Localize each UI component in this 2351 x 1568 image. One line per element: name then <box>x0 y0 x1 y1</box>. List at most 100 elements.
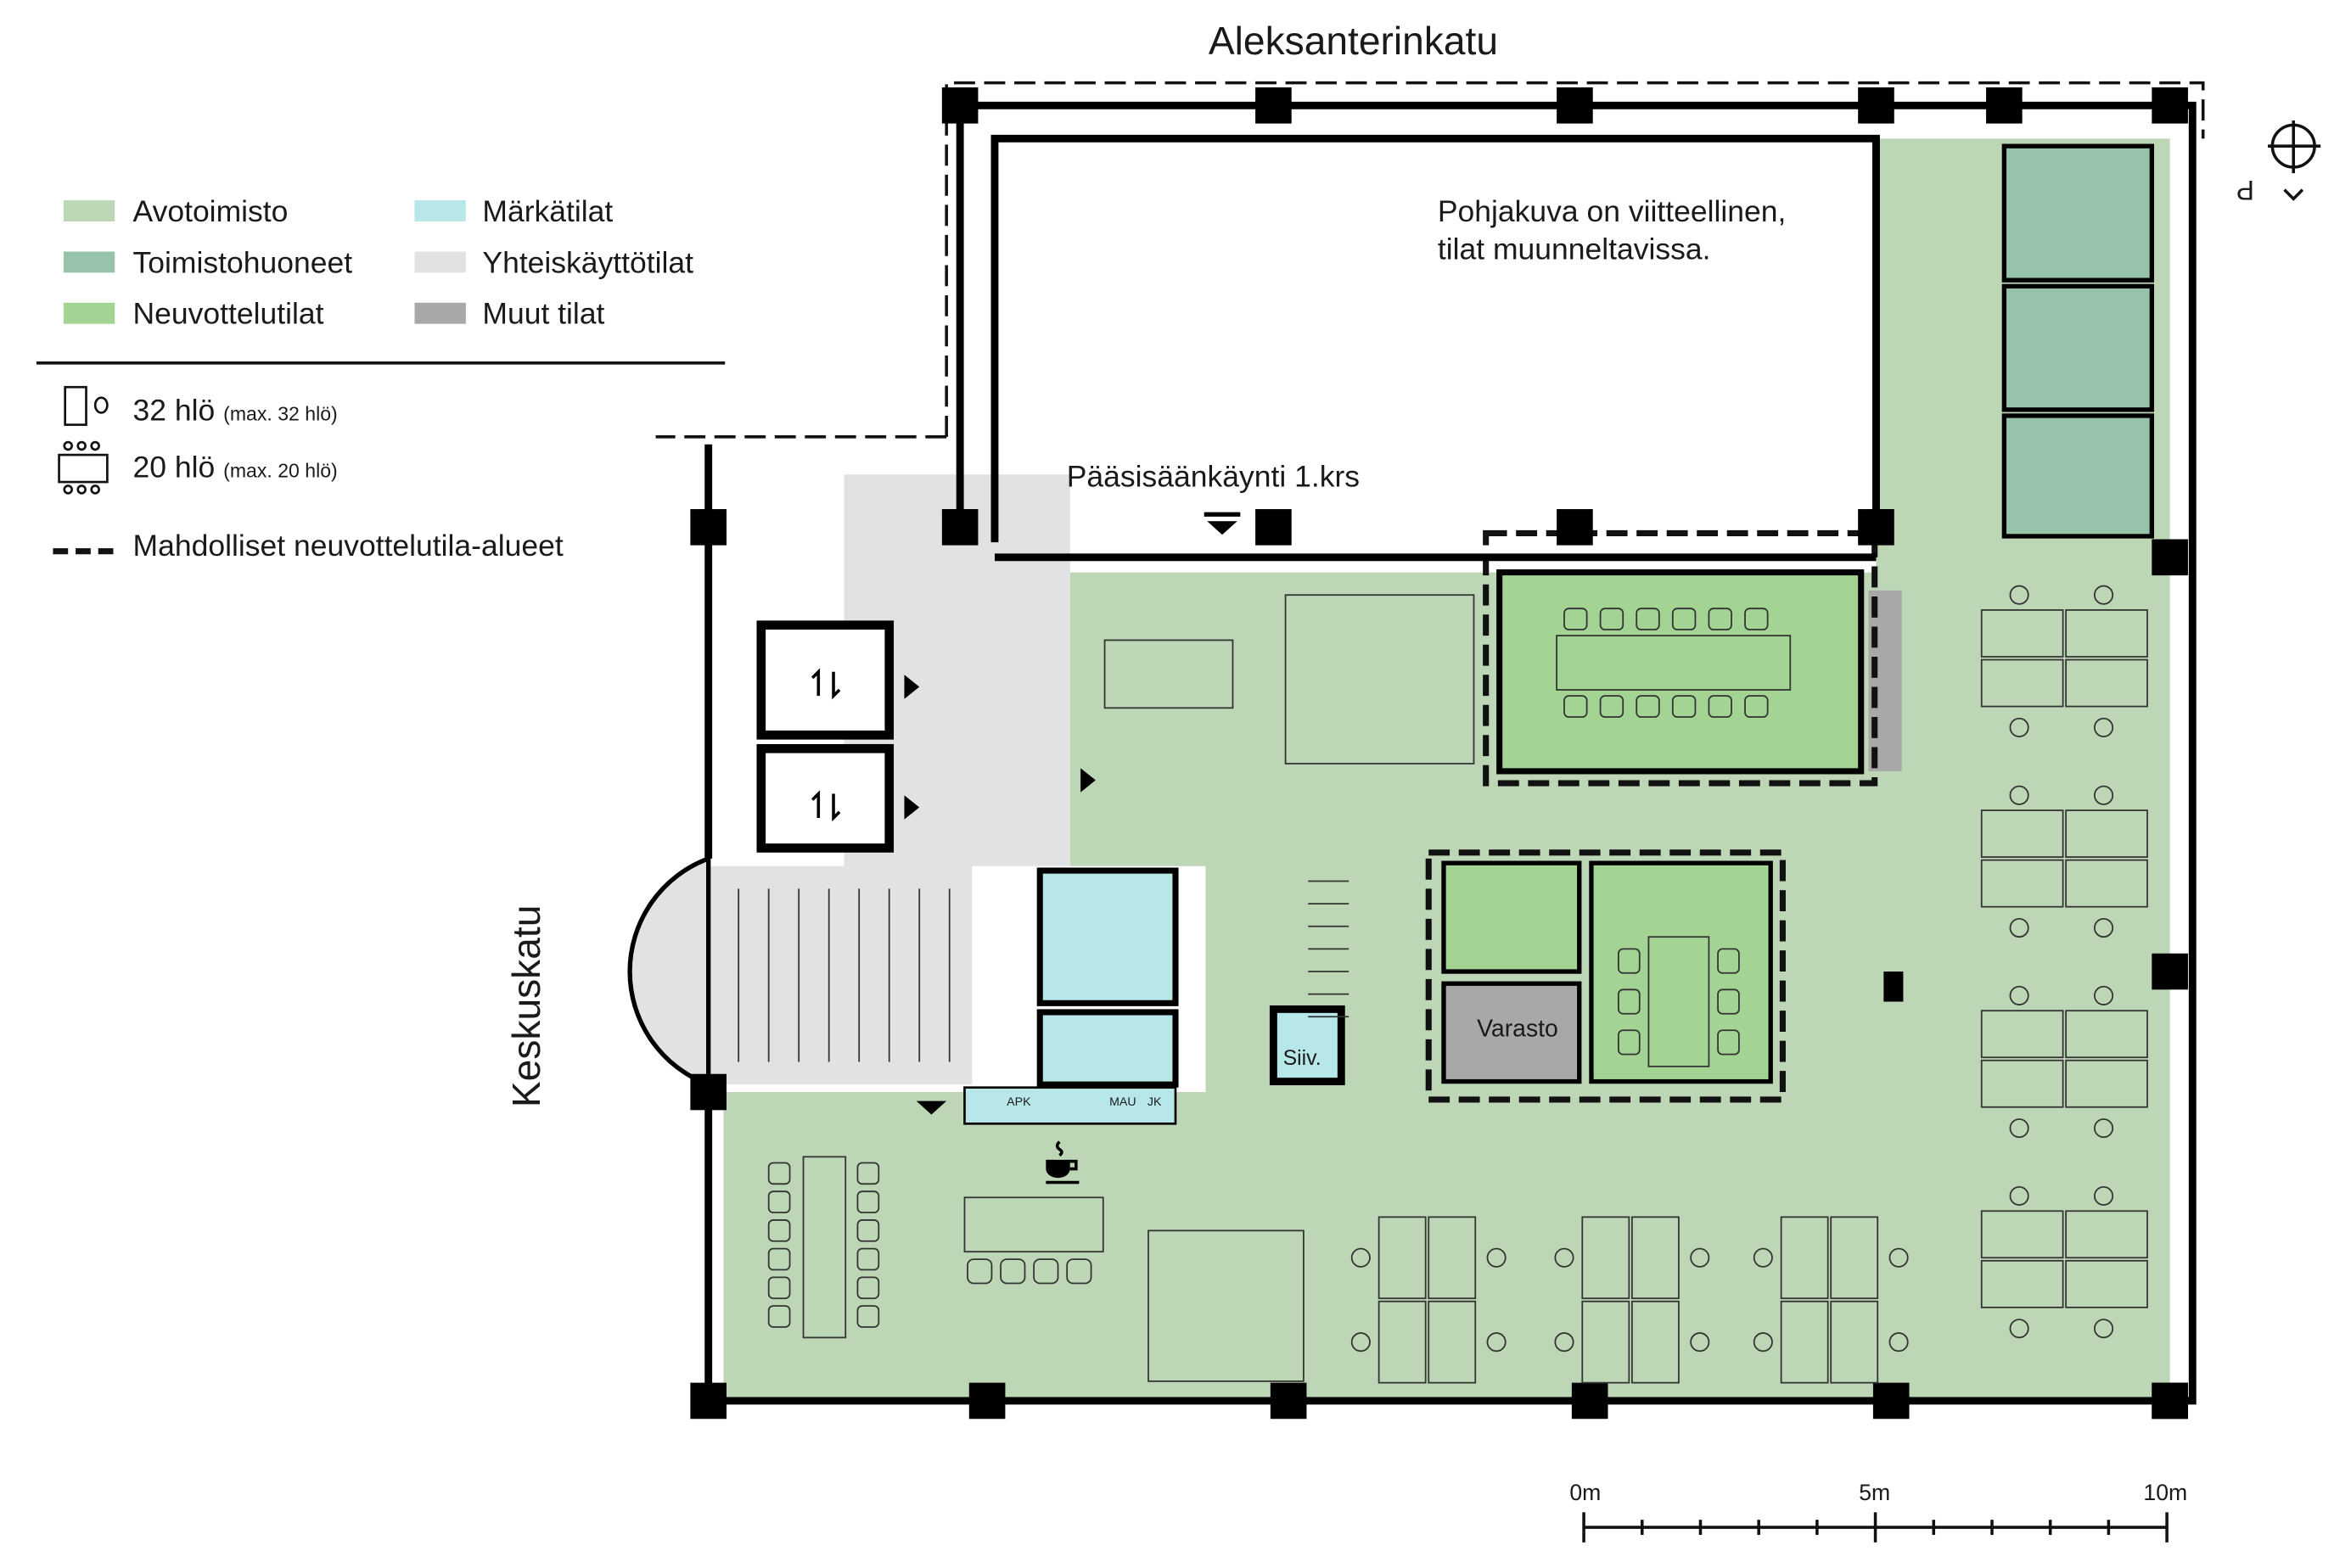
chair <box>1690 1332 1710 1352</box>
entrance-marker-icon <box>1204 512 1241 535</box>
arrow-markers <box>904 675 1096 1115</box>
chair <box>856 1305 880 1328</box>
office-room-1 <box>2001 143 2155 283</box>
pillar <box>1571 1382 1608 1420</box>
long-table <box>802 1156 847 1339</box>
chair <box>967 1258 993 1285</box>
mau-label: MAU <box>1109 1095 1136 1109</box>
chair <box>1636 695 1660 718</box>
note-line-1: Pohjakuva on viitteellinen, <box>1438 194 1787 228</box>
note-line-2: tilat muunneltavissa. <box>1438 232 1711 266</box>
jk-label: JK <box>1147 1095 1162 1109</box>
pillar <box>2152 539 2188 576</box>
chair <box>1486 1247 1507 1268</box>
chair <box>767 1247 791 1271</box>
chair <box>1744 608 1769 630</box>
chair <box>1000 1258 1026 1285</box>
legend-label: Avotoimisto <box>133 194 289 228</box>
pillar <box>941 509 979 546</box>
chair <box>1618 1029 1641 1056</box>
dashed-legend-label: Mahdolliset neuvottelutila-alueet <box>133 529 564 563</box>
swatch-markatilat <box>414 200 466 221</box>
chair <box>2093 717 2114 737</box>
property-boundary <box>655 81 2205 439</box>
chair <box>1554 1247 1574 1268</box>
north-arrow-icon: P <box>2236 120 2321 205</box>
office-room-3 <box>2001 413 2155 539</box>
desk <box>1581 1216 1630 1300</box>
sofa <box>1103 639 1234 709</box>
pillar <box>2152 1382 2188 1420</box>
storage-label: Varasto <box>1477 1015 1558 1042</box>
legend-label: Toimistohuoneet <box>133 245 353 279</box>
chair <box>767 1276 791 1300</box>
elevator-1 <box>756 620 895 740</box>
chair <box>1618 988 1641 1015</box>
chair <box>767 1162 791 1185</box>
desk <box>2065 1210 2148 1259</box>
chair <box>1563 695 1588 718</box>
coffee-icon <box>1046 1140 1080 1184</box>
pillar <box>2152 953 2188 990</box>
desk <box>2065 658 2148 708</box>
chair <box>1554 1332 1574 1352</box>
chair <box>1717 988 1740 1015</box>
possible-meeting-area <box>1483 529 1878 787</box>
meeting-table <box>1556 635 1792 691</box>
pillar <box>1255 509 1292 546</box>
svg-text:P: P <box>2236 175 2254 205</box>
desk <box>1377 1300 1427 1384</box>
chair <box>2009 717 2029 737</box>
pillar <box>1557 87 1593 124</box>
scale-label: 5m <box>1859 1480 1890 1505</box>
chair <box>1753 1332 1773 1352</box>
lounge-area <box>1147 1229 1305 1382</box>
chair <box>1350 1247 1371 1268</box>
chair <box>1708 695 1732 718</box>
desk <box>2065 1059 2148 1108</box>
legend-label: Märkätilat <box>482 194 613 228</box>
chair <box>2093 1319 2114 1339</box>
chair <box>2009 1319 2029 1339</box>
street-label-north: Aleksanterinkatu <box>1209 19 1498 63</box>
chair <box>856 1276 880 1300</box>
chair <box>1708 608 1732 630</box>
meeting-room-small-1 <box>1441 860 1582 974</box>
apk-label: APK <box>1007 1095 1031 1109</box>
pillar <box>1270 1382 1307 1420</box>
desk <box>1780 1300 1829 1384</box>
meeting-table-icon <box>58 440 109 495</box>
chair <box>856 1190 880 1213</box>
scale-bar: 0m 5m 10m <box>1569 1480 2187 1543</box>
chair <box>1033 1258 1059 1285</box>
chair <box>1717 1029 1740 1056</box>
desk <box>1980 809 2064 858</box>
exterior-walls <box>704 101 2197 1405</box>
cleaning-room <box>1269 1005 1345 1086</box>
chair <box>1717 948 1740 974</box>
pillar <box>1255 87 1292 124</box>
desk <box>1980 1059 2064 1108</box>
meeting-table <box>1647 936 1710 1067</box>
furniture <box>738 585 2148 1384</box>
swatch-toimistohuoneet <box>63 251 115 273</box>
desk <box>1428 1216 1477 1300</box>
desk <box>1830 1300 1879 1384</box>
chair <box>1690 1247 1710 1268</box>
capacity-label: 32 hlö (max. 32 hlö) <box>133 393 338 427</box>
desk <box>1830 1216 1879 1300</box>
chair <box>767 1219 791 1242</box>
capacity-label: 20 hlö (max. 20 hlö) <box>133 451 338 484</box>
wc-2 <box>1036 1009 1179 1088</box>
pillar <box>690 1073 727 1111</box>
chair <box>767 1305 791 1328</box>
chair <box>2009 785 2029 805</box>
meeting-room-large <box>1496 569 1865 775</box>
chair <box>2093 1118 2114 1139</box>
chair <box>2093 1185 2114 1207</box>
area-avotoimisto <box>723 138 2170 1401</box>
chair <box>2009 985 2029 1005</box>
kitchen-strip <box>963 1086 1177 1125</box>
pillar <box>1986 87 2023 124</box>
standing-table-icon <box>64 385 109 426</box>
